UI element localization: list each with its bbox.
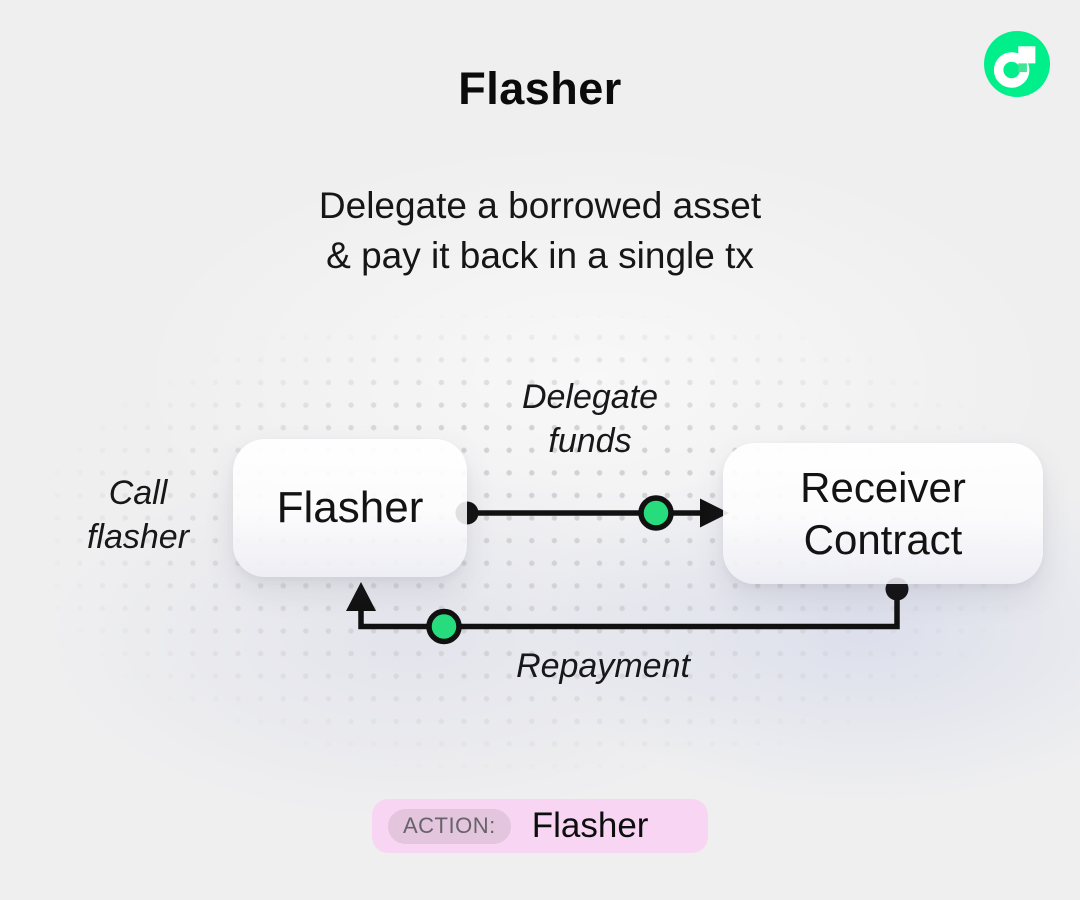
green-transfer-dot [426,608,462,645]
node-flasher: Flasher [233,439,467,577]
delegate-funds-label: Delegate funds [470,375,710,463]
arrowhead-up-icon [346,582,376,611]
subtitle-line-1: Delegate a borrowed asset [318,185,762,226]
call-flasher-line-2: flasher [86,518,190,556]
call-flasher-line-1: Call [108,474,168,512]
delegate-funds-line-1: Delegate [521,378,659,416]
node-flasher-label: Flasher [276,483,424,532]
flow-logo-icon [984,31,1050,97]
page-title: Flasher [458,63,622,114]
subtitle-line-2: & pay it back in a single tx [326,235,754,276]
green-transfer-dot [638,495,674,531]
node-receiver-contract: Receiver Contract [723,443,1043,584]
node-receiver-line-2: Contract [803,515,963,563]
repayment-label: Repayment [516,647,690,685]
action-badge-label: ACTION: [388,808,511,844]
page-subtitle: Delegate a borrowed asset & pay it back … [0,181,1080,281]
repayment-arrow [346,577,909,645]
action-badge: ACTION: Flasher [372,799,708,853]
call-flasher-label: Call flasher [38,471,238,559]
node-receiver-line-1: Receiver [800,463,966,511]
delegate-arrow [455,495,729,531]
action-badge-value: Flasher [531,806,649,845]
delegate-funds-line-2: funds [548,422,632,460]
